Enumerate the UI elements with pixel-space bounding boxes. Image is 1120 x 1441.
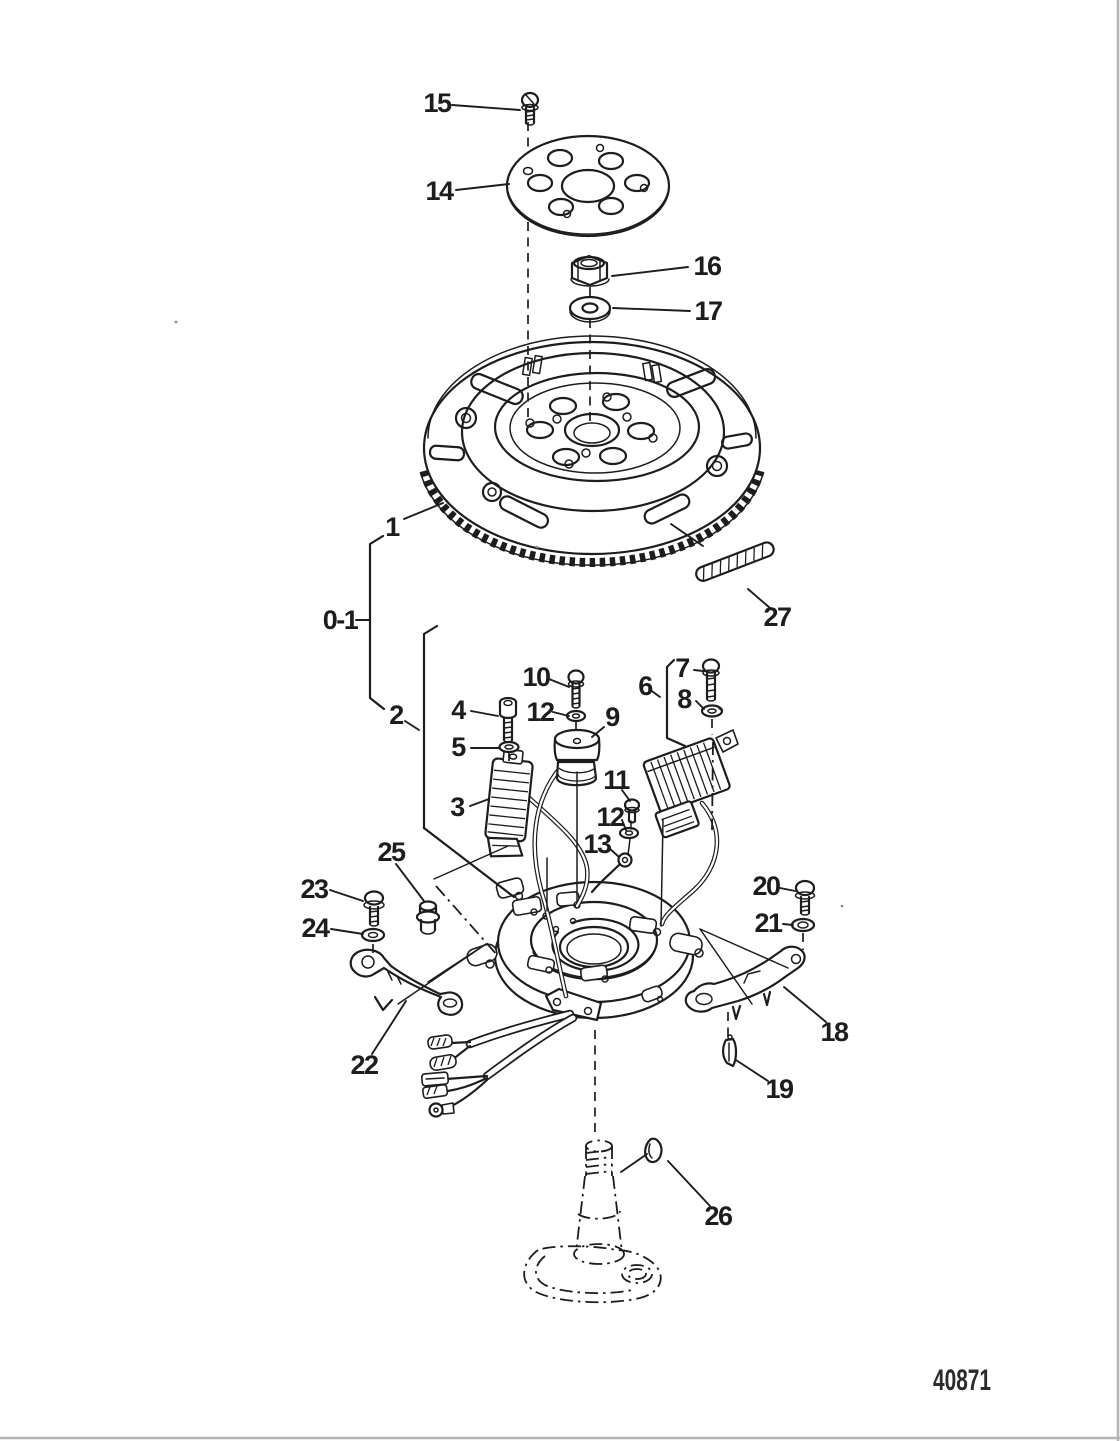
part-screw-20 <box>794 879 816 916</box>
callout-7: 7 <box>675 653 689 683</box>
callout-12b: 12 <box>596 802 624 832</box>
wire-terminal <box>429 1053 457 1072</box>
part-trigger-9-wire <box>532 765 569 999</box>
callout-15: 15 <box>423 88 452 118</box>
callout-6: 6 <box>638 671 653 701</box>
callout-20: 20 <box>752 871 780 901</box>
part-bracket-18 <box>684 945 806 1021</box>
part-drive-key-27 <box>695 541 775 582</box>
wire-terminal <box>422 1083 449 1100</box>
group-brackets-and-assembly-lines <box>368 534 789 1012</box>
part-washer-21 <box>790 917 816 933</box>
part-washer-17 <box>568 295 612 323</box>
callout-3: 3 <box>450 792 465 822</box>
callout-5: 5 <box>451 732 466 762</box>
drawing-number: 40871 <box>933 1364 991 1397</box>
part-wire-harness <box>420 1009 578 1118</box>
part-coil-6-wire <box>659 800 720 927</box>
part-terminal-13 <box>590 852 633 894</box>
wire-terminal <box>428 1102 455 1118</box>
callout-4: 4 <box>451 695 466 725</box>
part-washer-12b <box>618 826 640 840</box>
leader-lines <box>329 104 827 1207</box>
callout-13: 13 <box>583 829 612 859</box>
part-crankshaft-phantom <box>523 1139 662 1304</box>
callout-22: 22 <box>350 1050 378 1080</box>
part-screw-23 <box>363 890 385 927</box>
assembly-centerlines <box>372 122 804 1136</box>
callout-27: 27 <box>763 602 791 632</box>
part-ignition-coil-6 <box>642 729 739 839</box>
callout-12a: 12 <box>526 697 554 727</box>
part-nut-16 <box>570 254 610 287</box>
callout-16: 16 <box>693 251 722 281</box>
callout-1: 1 <box>385 512 400 542</box>
part-coil-3-wire <box>525 794 590 909</box>
callout-0-1: 0-1 <box>323 605 359 635</box>
callout-8: 8 <box>677 684 692 714</box>
part-trigger-coil-9 <box>553 728 601 787</box>
part-washer-plate-14 <box>505 134 671 238</box>
callout-23: 23 <box>300 874 329 904</box>
part-flywheel-1 <box>419 335 765 567</box>
callout-10: 10 <box>522 662 550 692</box>
part-washer-24 <box>360 927 386 943</box>
callout-25: 25 <box>377 837 406 867</box>
callout-11: 11 <box>603 765 630 795</box>
callout-24: 24 <box>301 913 330 943</box>
part-stator-plate-2 <box>466 877 704 1022</box>
part-key-26 <box>644 1137 663 1164</box>
callout-14: 14 <box>425 176 454 206</box>
callout-9: 9 <box>605 702 620 732</box>
wire-terminal <box>427 1034 453 1050</box>
callout-17: 17 <box>694 296 722 326</box>
part-bracket-22 <box>349 948 464 1016</box>
callout-19: 19 <box>765 1074 794 1104</box>
part-grommet-25 <box>415 900 441 935</box>
part-screw-7 <box>701 658 721 702</box>
part-washer-12a <box>565 709 587 723</box>
callout-26: 26 <box>704 1201 733 1231</box>
callout-18: 18 <box>820 1017 849 1047</box>
part-washer-5 <box>498 740 520 754</box>
callout-labels: 15 14 16 17 1 0-1 27 2 4 5 3 10 12 9 6 7… <box>300 88 850 1231</box>
part-screw-4 <box>498 696 518 743</box>
scan-specks <box>174 320 844 908</box>
part-washer-8 <box>700 704 724 718</box>
part-screw-11 <box>623 798 641 824</box>
callout-21: 21 <box>754 908 783 938</box>
part-screw-15 <box>520 91 540 126</box>
callout-2: 2 <box>389 700 403 730</box>
part-screw-10 <box>567 669 585 709</box>
part-clip-19 <box>722 1034 738 1068</box>
part-ignition-coil-3 <box>484 748 534 858</box>
wire-terminal <box>420 1071 450 1087</box>
